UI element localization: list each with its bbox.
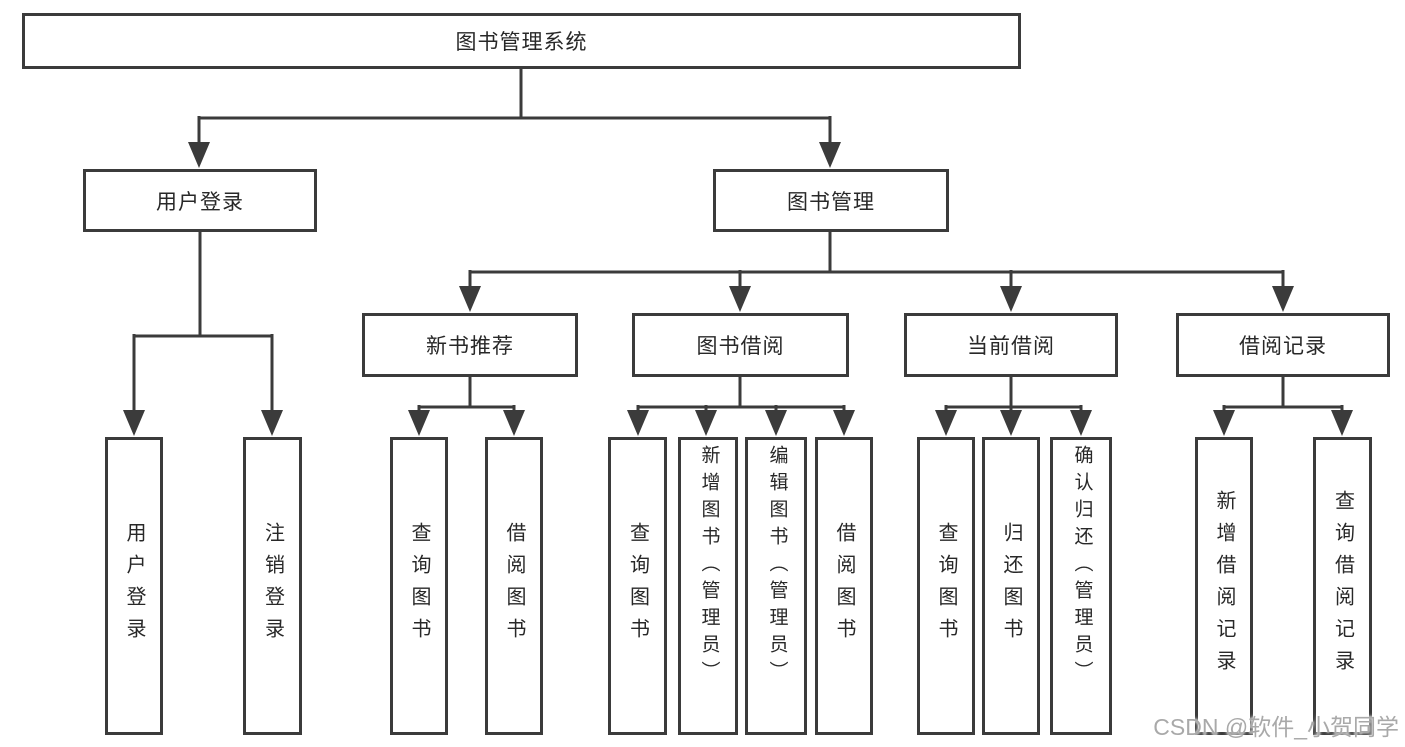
node-user-login-label: 用户登录: [156, 190, 244, 214]
node-borrow-records-label: 借阅记录: [1239, 335, 1327, 358]
node-new-book-recommend: 新书推荐: [362, 313, 578, 377]
node-book-borrow: 图书借阅: [632, 313, 849, 377]
node-book-management-label: 图书管理: [787, 190, 875, 214]
node-root: 图书管理系统: [22, 13, 1021, 69]
leaf-records-query-record-label: 查询借阅记录: [1331, 490, 1354, 682]
leaf-records-add-record-label: 新增借阅记录: [1213, 490, 1235, 682]
leaf-borrow-edit-book-admin-label: 编辑图书（管理员）: [766, 445, 788, 688]
node-root-label: 图书管理系统: [455, 31, 588, 54]
node-book-management: 图书管理: [713, 169, 949, 232]
leaf-current-return-books-label: 归还图书: [1000, 522, 1022, 650]
leaf-logout-label: 注销登录: [261, 522, 284, 650]
leaf-records-add-record: 新增借阅记录: [1195, 437, 1253, 735]
node-user-login: 用户登录: [83, 169, 317, 232]
leaf-borrow-borrow-books-label: 借阅图书: [833, 522, 855, 650]
leaf-borrow-edit-book-admin: 编辑图书（管理员）: [745, 437, 807, 735]
leaf-newbook-query-books: 查询图书: [390, 437, 448, 735]
leaf-borrow-add-book-admin-label: 新增图书（管理员）: [698, 445, 720, 688]
leaf-user-login-label: 用户登录: [123, 522, 145, 650]
node-new-book-recommend-label: 新书推荐: [426, 335, 514, 358]
leaf-newbook-query-books-label: 查询图书: [408, 522, 430, 650]
leaf-borrow-query-books: 查询图书: [608, 437, 667, 735]
node-current-borrow: 当前借阅: [904, 313, 1118, 377]
leaf-borrow-borrow-books: 借阅图书: [815, 437, 873, 735]
leaf-records-query-record: 查询借阅记录: [1313, 437, 1372, 735]
leaf-current-return-books: 归还图书: [982, 437, 1040, 735]
leaf-logout: 注销登录: [243, 437, 302, 735]
leaf-current-query-books-label: 查询图书: [935, 522, 957, 650]
leaf-user-login: 用户登录: [105, 437, 163, 735]
leaf-newbook-borrow-books: 借阅图书: [485, 437, 543, 735]
leaf-current-query-books: 查询图书: [917, 437, 975, 735]
leaf-current-confirm-return-admin-label: 确认归还（管理员）: [1071, 445, 1093, 688]
leaf-newbook-borrow-books-label: 借阅图书: [503, 522, 525, 650]
leaf-borrow-query-books-label: 查询图书: [626, 522, 649, 650]
node-borrow-records: 借阅记录: [1176, 313, 1390, 377]
leaf-borrow-add-book-admin: 新增图书（管理员）: [678, 437, 738, 735]
leaf-current-confirm-return-admin: 确认归还（管理员）: [1050, 437, 1112, 735]
node-current-borrow-label: 当前借阅: [967, 335, 1055, 358]
connector-path: [132, 69, 1344, 414]
arrowhead-icons: [123, 142, 1353, 436]
csdn-watermark: CSDN @软件_小贺同学: [1153, 714, 1399, 740]
node-book-borrow-label: 图书借阅: [696, 335, 785, 358]
